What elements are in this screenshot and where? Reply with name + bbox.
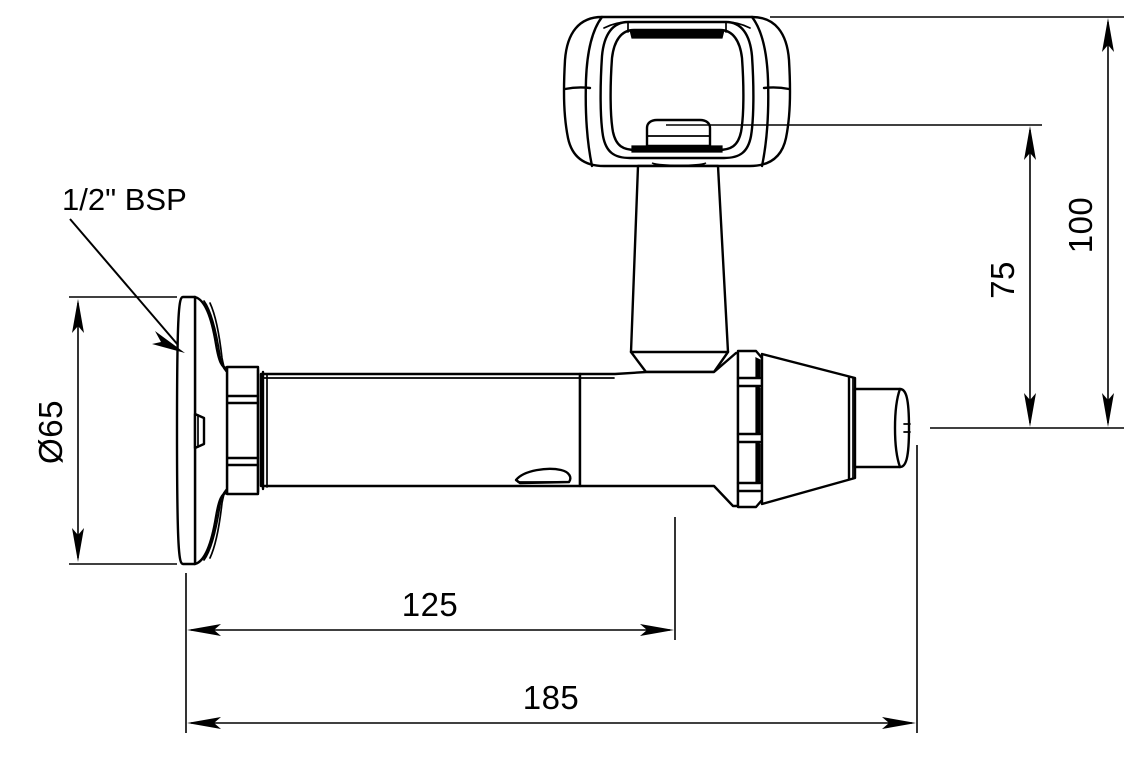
- h100-arrow-top: [1102, 18, 1114, 52]
- dimension-dia65: Ø65: [32, 296, 177, 565]
- dimension-l185: 185: [187, 445, 918, 733]
- l125-label: 125: [402, 586, 459, 623]
- lever-top-rim-line: [627, 21, 727, 33]
- h75-arrow-top: [1024, 126, 1036, 160]
- lever-top-rim-edge: [603, 21, 751, 29]
- part-geometry-group: [175, 15, 911, 566]
- body-hex-nut: [736, 349, 764, 509]
- wall-flange-seam-4: [209, 488, 228, 559]
- lever-left-seam: [584, 15, 604, 168]
- wall-flange-face: [175, 295, 197, 566]
- dimension-l125: 125: [185, 517, 676, 733]
- valve-body-shell: [578, 351, 740, 508]
- inlet-nut: [225, 365, 268, 496]
- dia65-label: Ø65: [32, 400, 69, 464]
- lever-thumb-tab: [645, 118, 712, 148]
- h100-arrow-bottom: [1102, 393, 1114, 427]
- outlet-tip-seam: [893, 387, 902, 469]
- lever-top-bar: [629, 29, 725, 39]
- dia65-arrow-bottom: [72, 528, 84, 562]
- wall-flange: [175, 295, 229, 566]
- thread-note-arrow-icon: [152, 331, 185, 353]
- lever-right-seam: [750, 15, 770, 168]
- thread-note-leader: [69, 218, 179, 346]
- cone-cap-shape: [760, 352, 857, 506]
- thread-note-label: 1/2" BSP: [62, 182, 187, 217]
- dia65-arrow-top: [72, 299, 84, 333]
- h75-arrow-bottom: [1024, 393, 1036, 427]
- dimension-h75: 75: [666, 124, 1042, 427]
- dimension-group: Ø65 1/2" BSP 100 75: [32, 16, 1124, 733]
- outlet-tip-aerator: [903, 423, 911, 433]
- l125-arrow-left: [187, 624, 221, 636]
- outlet-tip: [853, 387, 911, 469]
- lever-right-band: [762, 86, 791, 91]
- cone-cap: [760, 352, 857, 506]
- handle-stem-body: [629, 164, 730, 354]
- outlet-tip-shape: [853, 387, 911, 469]
- l185-arrow-right: [882, 717, 916, 729]
- inlet-hex-body: [225, 365, 260, 496]
- lever-handle[interactable]: [562, 15, 792, 169]
- inlet-hex-flat-2: [225, 456, 260, 467]
- wall-flange-seam-3: [209, 302, 228, 373]
- lever-bottom-bar: [631, 145, 723, 153]
- l185-label: 185: [523, 679, 580, 716]
- l185-arrow-left: [187, 717, 221, 729]
- lever-left-band: [563, 86, 592, 91]
- dimension-h100: 100: [770, 16, 1124, 429]
- spout-underside-boss: [514, 467, 572, 485]
- l125-arrow-right: [640, 624, 674, 636]
- body-hex-nut-shade: [755, 357, 761, 484]
- wall-flange-grub-screw: [193, 412, 206, 450]
- h100-label: 100: [1062, 197, 1099, 254]
- thread-note: 1/2" BSP: [62, 182, 187, 353]
- handle-stem: [629, 164, 730, 374]
- lever-aperture-outer: [599, 20, 755, 160]
- inlet-hex-flat-1: [225, 394, 260, 405]
- valve-body: [578, 351, 740, 508]
- spout-tube-body: [259, 372, 582, 488]
- spout-tube: [259, 372, 582, 488]
- h75-label: 75: [984, 261, 1021, 299]
- wall-flange-body: [193, 295, 229, 566]
- handle-stem-base-flare: [629, 350, 730, 374]
